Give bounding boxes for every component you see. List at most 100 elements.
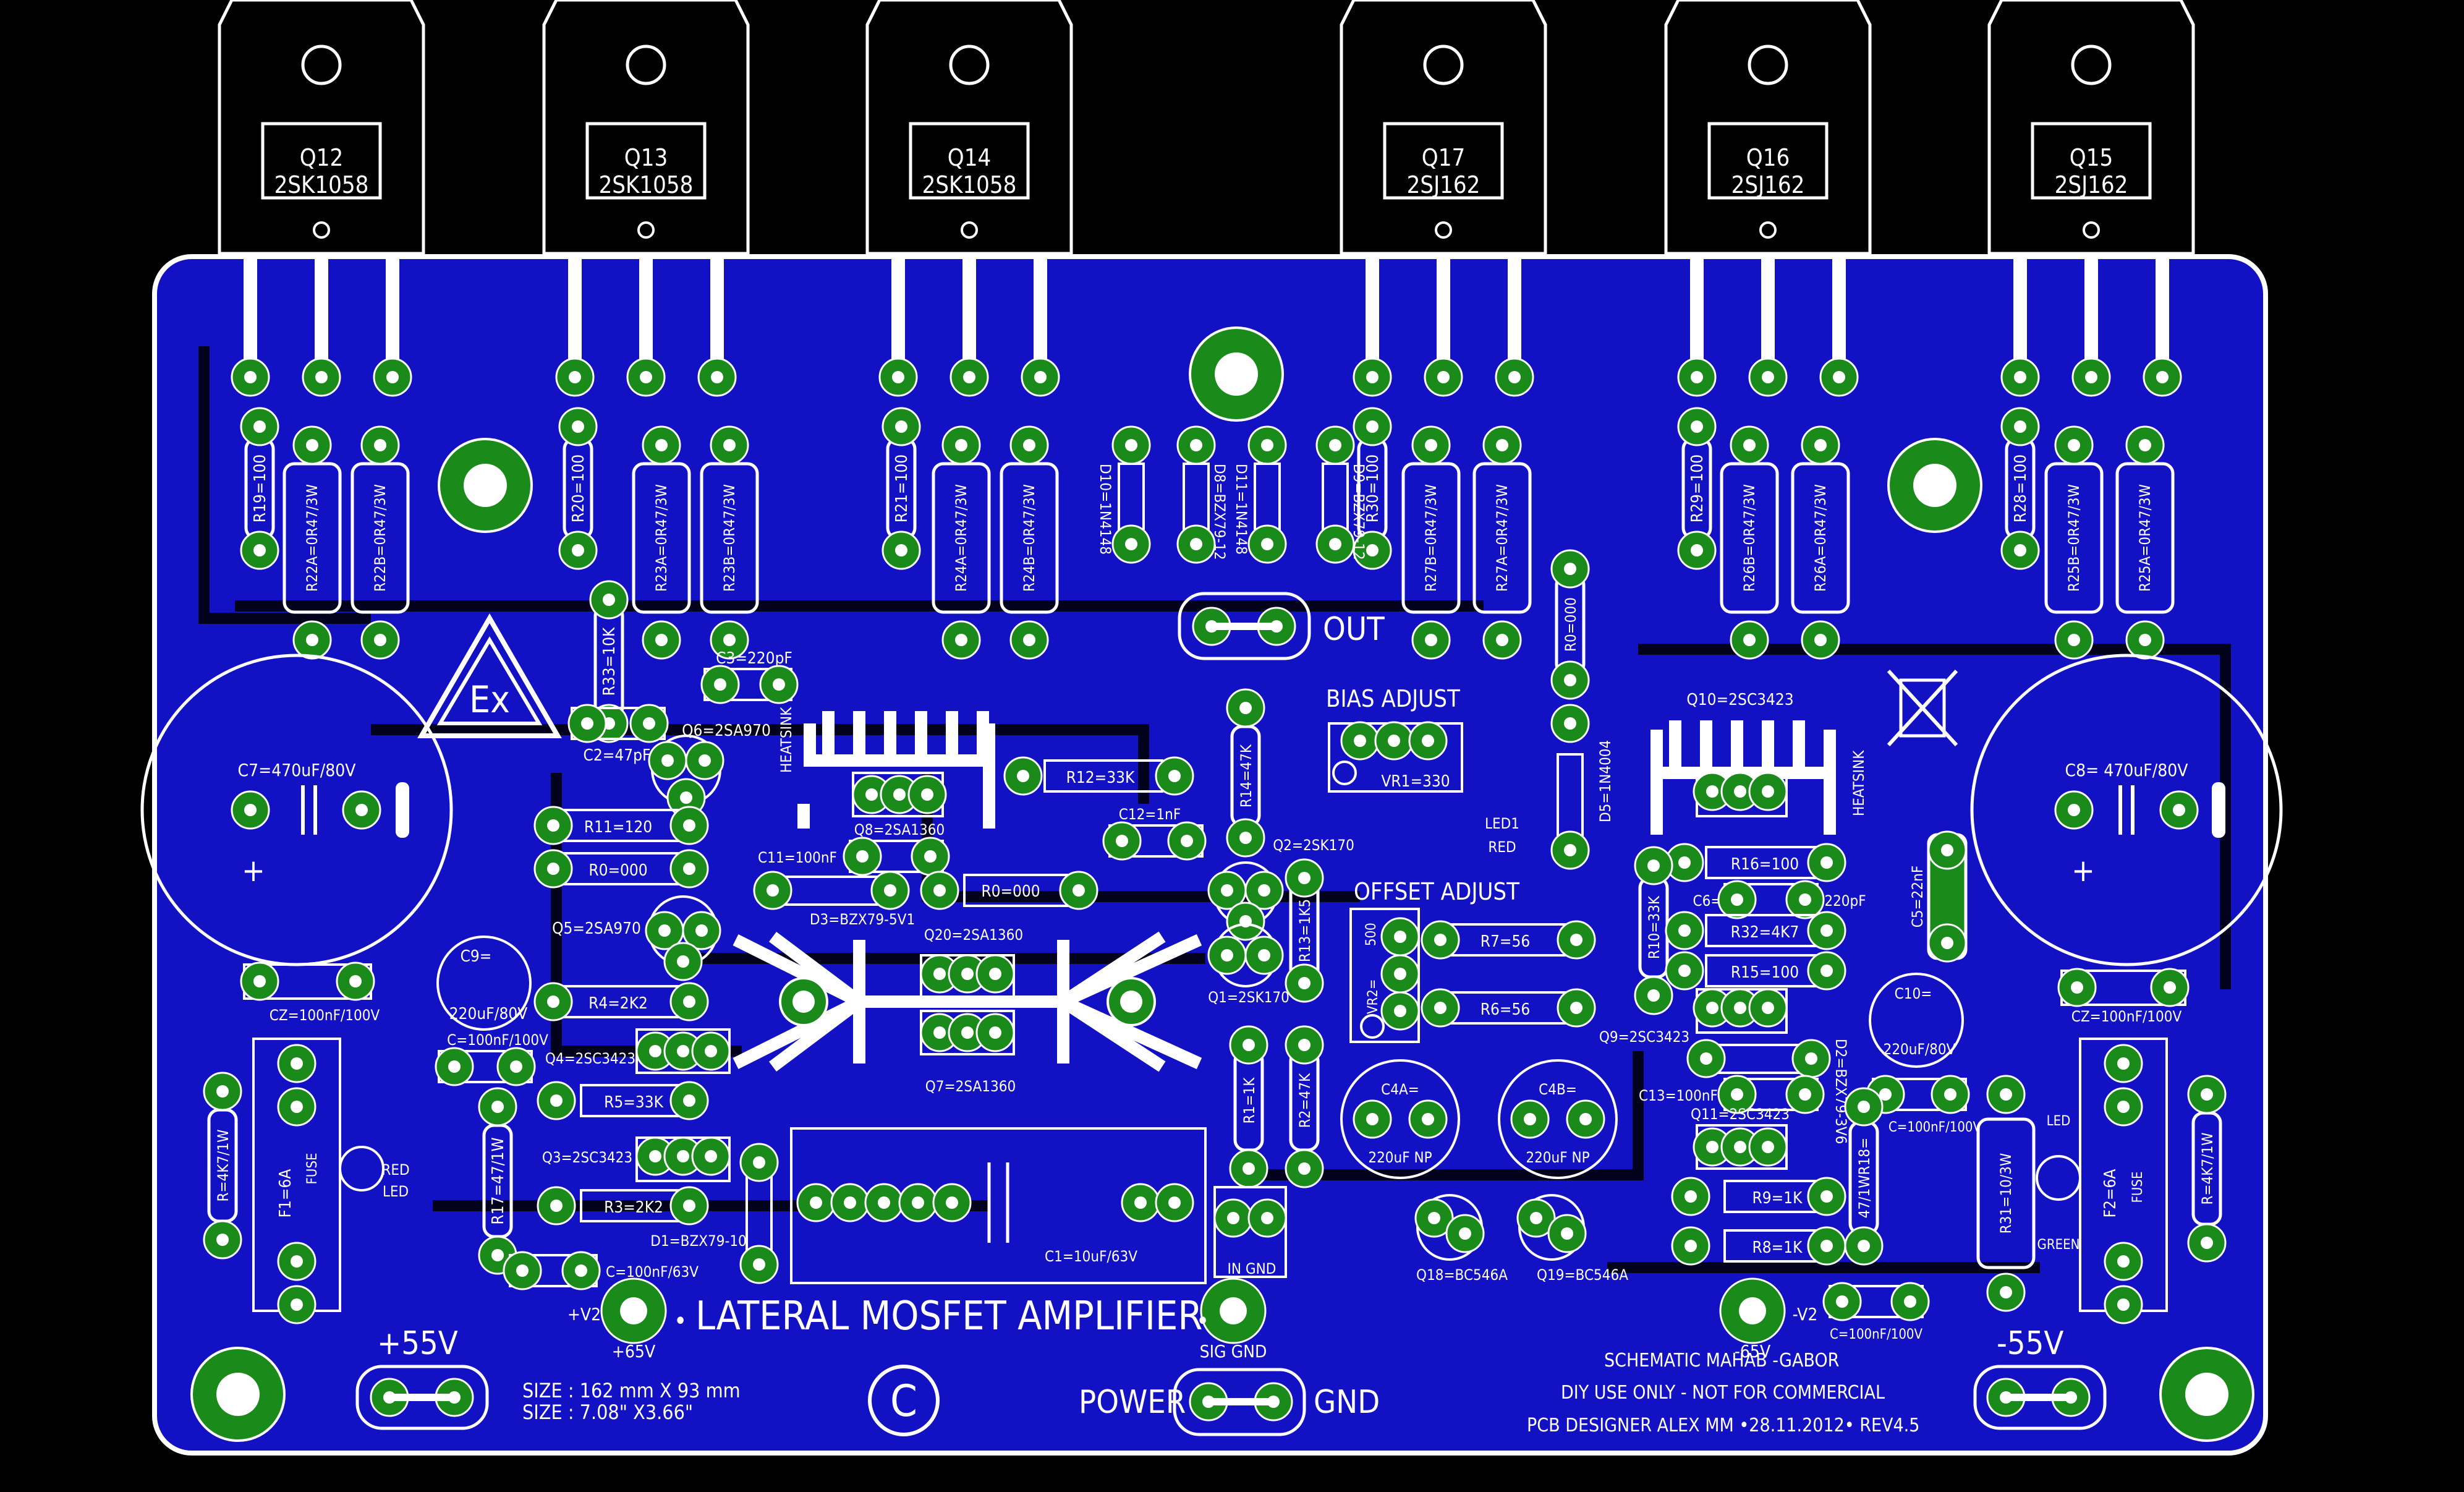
c11-label: C11=100nF xyxy=(758,849,837,866)
q13-part: 2SK1058 xyxy=(599,171,694,198)
c9-label: C9= xyxy=(461,947,492,966)
c100b-label: C=100nF/63V xyxy=(606,1263,699,1281)
c4a-label: C4A= xyxy=(1381,1081,1419,1098)
transistor-q15: Q15 2SJ162 xyxy=(1987,0,2195,255)
transistor-row: Q12 2SK1058 Q13 2SK1058 Q14 2SK1058 Q17 … xyxy=(218,0,2195,255)
r11-label: R11=120 xyxy=(584,818,652,837)
c13-label: C13=100nF xyxy=(1639,1087,1718,1104)
r28-label: R28=100 xyxy=(2012,454,2030,522)
input-stage: R14=47K Q2=2SK170 R13=1K5 Q1=2SK170 R1=1… xyxy=(1207,688,1354,1278)
r-right-label: R=4K7/1W xyxy=(2199,1132,2216,1204)
q9-label: Q9=2SC3423 xyxy=(1599,1028,1689,1046)
q18-label: Q18=BC546A xyxy=(1416,1266,1508,1284)
c1-label: C1=10uF/63V xyxy=(1045,1248,1137,1265)
supply-connectors: +55V -55V +V2 +65V -V2 -65V SIG GND POWE… xyxy=(355,1277,2107,1436)
r20-label: R20=100 xyxy=(569,454,588,522)
left-fuse-area: CZ=100nF/100V F1=6A FUSE R=4K7/1W RED LE… xyxy=(203,961,410,1324)
q10-label: Q10=2SC3423 xyxy=(1686,691,1793,709)
copyright-letter: C xyxy=(890,1376,917,1426)
d5-label: D5=1N4004 xyxy=(1597,740,1614,822)
q17-part: 2SJ162 xyxy=(1407,171,1481,198)
r25a-label: R25A=0R47/3W xyxy=(2136,484,2154,592)
r1-label: R1=1K xyxy=(1241,1077,1258,1124)
v2minus-label: -V2 xyxy=(1793,1304,1818,1324)
r19-label: R19=100 xyxy=(251,454,270,522)
q11-label: Q11=2SC3423 xyxy=(1691,1106,1790,1123)
c100a-label: C=100nF/100V xyxy=(447,1031,548,1049)
q15-part: 2SJ162 xyxy=(2055,171,2128,198)
right-fuse-area: CZ=100nF/100V F2=6A FUSE R=4K7/1W LED GR… xyxy=(2036,968,2227,1324)
r7-label: R7=56 xyxy=(1481,932,1531,951)
r13-label: R13=1K5 xyxy=(1296,899,1314,962)
mounting-holes xyxy=(190,326,2254,1442)
r21-label: R21=100 xyxy=(893,454,911,522)
r26a-label: R26A=0R47/3W xyxy=(1812,484,1829,592)
offset-adjust-label: OFFSET ADJUST xyxy=(1354,878,1519,905)
r4-label: R4=2K2 xyxy=(588,994,648,1013)
c4a-value: 220uF NP xyxy=(1368,1149,1432,1166)
title-block: • LATERAL MOSFET AMPLIFIER • SIZE : 162 … xyxy=(522,1294,1919,1436)
fuse-label-left: FUSE xyxy=(305,1153,320,1185)
transistor-q14: Q14 2SK1058 xyxy=(865,0,1073,255)
top-diodes: D10=1N4148 D8=BZX79-12 D11=1N4148 D9=BZX… xyxy=(1097,425,1367,564)
q5-label: Q5=2SA970 xyxy=(552,919,641,938)
r5-label: R5=33K xyxy=(604,1093,663,1112)
c4b-label: C4B= xyxy=(1539,1081,1577,1098)
r3-label: R3=2K2 xyxy=(604,1198,663,1217)
r16-label: R16=100 xyxy=(1731,855,1799,874)
svg-text:Ex: Ex xyxy=(469,678,510,722)
q17-ref: Q17 xyxy=(1422,144,1465,171)
vr2-value: 500 xyxy=(1364,923,1379,946)
red-led-color: RED xyxy=(381,1161,409,1179)
title-bullet-left: • xyxy=(674,1307,687,1336)
c5-label: C5=22nF xyxy=(1909,866,1926,928)
sig-gnd-label: SIG GND xyxy=(1200,1341,1267,1362)
c6-value: 220pF xyxy=(1824,892,1866,910)
heatsink-label-left: HEATSINK xyxy=(778,707,795,773)
q1-label: Q1=2SK170 xyxy=(1208,989,1289,1006)
vr1-label: VR1=330 xyxy=(1381,772,1450,791)
out-connector: OUT xyxy=(1178,592,1385,660)
offset-adjust-block: OFFSET ADJUST 500 VR2= R7=56 R6=56 C4A= … xyxy=(1340,878,1628,1284)
right-parts: Q10=2SC3423 HEATSINK R16=100 R10=33K C6=… xyxy=(1599,691,2036,1342)
transistor-q16: Q16 2SJ162 xyxy=(1664,0,1872,255)
heatsink-label-right: HEATSINK xyxy=(1850,750,1867,816)
recycle-bin-icon xyxy=(1887,669,1958,747)
r30-label: R30=100 xyxy=(1364,454,1382,522)
c2-label: C2=47pF xyxy=(584,746,651,765)
minus55-label: -55V xyxy=(1997,1325,2063,1362)
d1-label: D1=BZX79-10 xyxy=(650,1232,747,1250)
r26b-label: R26B=0R47/3W xyxy=(1741,484,1758,592)
transistor-q12: Q12 2SK1058 xyxy=(218,0,425,255)
c9-value: 220uF/80V xyxy=(449,1005,528,1023)
transistor-q17: Q17 2SJ162 xyxy=(1340,0,1547,255)
q19-label: Q19=BC546A xyxy=(1537,1266,1628,1284)
c100d-label: C=100nF/100V xyxy=(1830,1327,1923,1342)
r15-label: R15=100 xyxy=(1731,963,1799,982)
in-gnd-label: IN GND xyxy=(1228,1260,1277,1277)
size-inch: SIZE : 7.08" X3.66" xyxy=(522,1400,693,1424)
q12-ref: Q12 xyxy=(300,144,343,171)
d10-label: D10=1N4148 xyxy=(1097,464,1114,555)
copyright-icon xyxy=(868,1365,940,1436)
c10-value: 220uF/80V xyxy=(1884,1041,1956,1058)
led1-color-label: RED xyxy=(1488,838,1516,856)
f1-label: F1=6A xyxy=(276,1169,295,1218)
c4b-value: 220uF NP xyxy=(1526,1149,1589,1166)
r12-label: R12=33K xyxy=(1066,769,1135,787)
q14-ref: Q14 xyxy=(948,144,991,171)
r17-label: R17=47/1W xyxy=(489,1137,508,1224)
c3-label: C3=220pF xyxy=(716,649,792,668)
cz1-label: CZ=100nF/100V xyxy=(270,1007,380,1024)
q12-part: 2SK1058 xyxy=(274,171,369,198)
c8-label: C8= 470uF/80V xyxy=(2065,760,2188,780)
c7-label: C7=470uF/80V xyxy=(237,760,356,780)
cz2-label: CZ=100nF/100V xyxy=(2071,1008,2182,1025)
title-bullet-right: • xyxy=(1196,1307,1209,1336)
credit-diy: DIY USE ONLY - NOT FOR COMMERCIAL xyxy=(1561,1382,1885,1404)
bias-adjust-block: BIAS ADJUST VR1=330 LED1 RED D5=1N4004 R… xyxy=(1326,549,1614,870)
r-left-label: R=4K7/1W xyxy=(215,1129,232,1201)
fuse-label-right: FUSE xyxy=(2130,1172,2146,1203)
q13-ref: Q13 xyxy=(624,144,668,171)
left-parts: R33=10K C3=220pF C2=47pF Q6=2SA970 R11=1… xyxy=(435,580,799,1290)
